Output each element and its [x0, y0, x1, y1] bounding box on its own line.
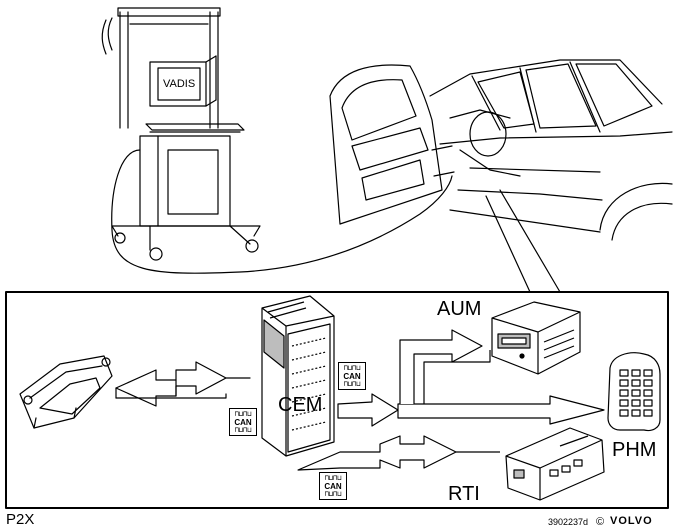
vadis-label: VADIS	[163, 78, 196, 90]
figure-reference-number: 3902237d	[548, 517, 589, 527]
car-illustration	[329, 59, 673, 241]
aum-module-illustration	[491, 301, 581, 375]
can-badge-text: CAN	[324, 481, 342, 491]
can-bus-badge: ⊓⊔⊓⊔ CAN ⊓⊔⊓⊔	[338, 362, 366, 390]
can-wave-bottom: ⊓⊔⊓⊔	[324, 489, 342, 498]
cem-phm-link-arrow	[337, 393, 605, 427]
can-wave-bottom: ⊓⊔⊓⊔	[234, 425, 252, 434]
phm-label: PHM	[612, 439, 657, 461]
rti-module-illustration	[505, 427, 605, 501]
can-wave-top: ⊓⊔⊓⊔	[343, 363, 361, 372]
rti-label: RTI	[448, 483, 480, 505]
cem-label: CEM	[278, 394, 323, 416]
can-bus-badge: ⊓⊔⊓⊔ CAN ⊓⊔⊓⊔	[229, 408, 257, 436]
can-wave-top: ⊓⊔⊓⊔	[324, 473, 342, 482]
can-wave-bottom: ⊓⊔⊓⊔	[343, 379, 361, 388]
aum-link-arrow	[399, 329, 483, 404]
obd-cem-link-arrow	[115, 361, 227, 407]
footer-model-code: P2X	[6, 511, 35, 528]
can-badge-text: CAN	[343, 371, 361, 381]
copyright-symbol: ©	[596, 516, 605, 528]
cem-module-illustration	[261, 295, 335, 457]
can-wave-top: ⊓⊔⊓⊔	[234, 409, 252, 418]
brand-logo-text: VOLVO	[610, 515, 653, 527]
vadis-cart-illustration	[101, 7, 453, 274]
phm-module-illustration	[607, 352, 661, 432]
detail-box	[5, 291, 669, 509]
can-bus-badge: ⊓⊔⊓⊔ CAN ⊓⊔⊓⊔	[319, 472, 347, 500]
obd-connector-illustration	[19, 355, 113, 429]
can-badge-text: CAN	[234, 417, 252, 427]
aum-label: AUM	[437, 298, 482, 320]
